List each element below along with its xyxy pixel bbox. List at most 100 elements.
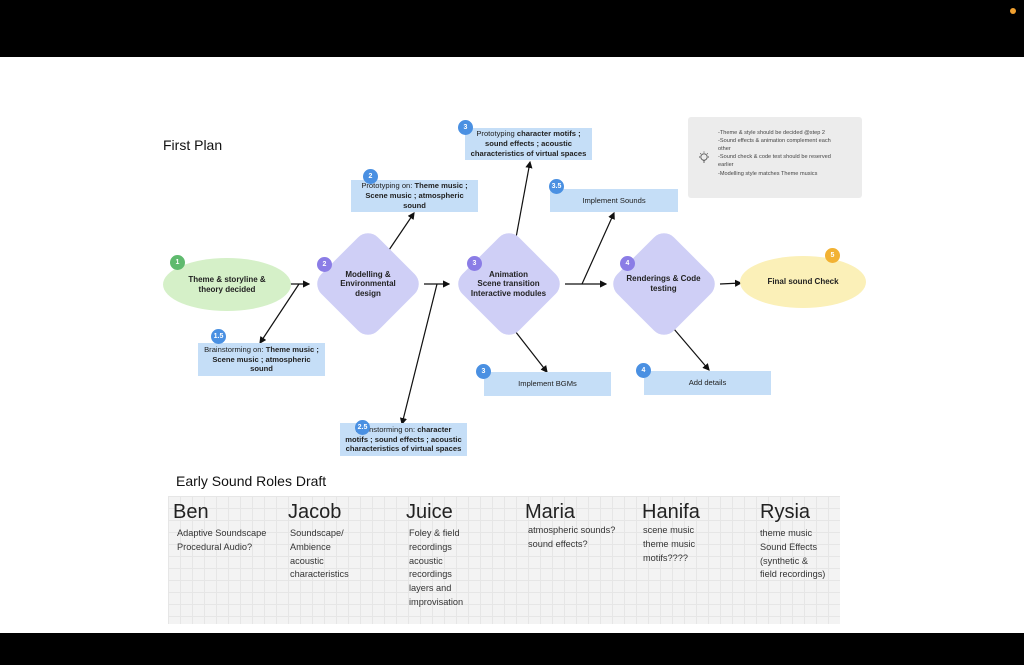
role-line: acoustic (290, 555, 324, 566)
role-line: Foley & field (409, 528, 460, 538)
role-name: Maria (525, 501, 576, 523)
node-label-line: Environmental (340, 279, 396, 289)
box-text-bold: Scene music ; atmospheric (212, 354, 311, 364)
role-column[interactable]: Maria atmospheric sounds? sound effects? (525, 496, 615, 552)
bottom-black-bar (0, 633, 1024, 665)
top-black-bar (0, 0, 1024, 57)
roles-title: Early Sound Roles Draft (176, 473, 327, 489)
step-badge: 2 (317, 257, 332, 272)
box-text: Implement BGMs (518, 379, 577, 389)
role-line: field recordings) (760, 569, 826, 580)
node-label-line: testing (650, 284, 677, 293)
role-line: Sound Effects (760, 541, 818, 552)
role-line: acoustic (409, 555, 443, 566)
role-column[interactable]: Juice Foley & field recordings acoustic … (406, 496, 463, 610)
step-badge: 3 (476, 364, 491, 379)
role-line: theme music (643, 538, 696, 549)
role-line: Ambience (290, 541, 331, 552)
node-renderings[interactable]: Renderings & Code testing (605, 227, 722, 341)
role-line: sound effects? (528, 538, 588, 549)
step-badge: 5 (825, 248, 840, 263)
role-line: characteristics (290, 569, 349, 580)
box-brainstorming-theme[interactable]: Brainstorming on: Theme music ; Scene mu… (198, 343, 325, 376)
node-modelling[interactable]: Modelling & Environmental design (309, 227, 427, 341)
node-final-sound-check[interactable]: Final sound Check (740, 256, 866, 308)
box-text-bold: sound (250, 364, 273, 374)
step-badge: 1.5 (211, 329, 226, 344)
node-animation[interactable]: Animation Scene transition Interactive m… (450, 227, 567, 341)
step-badge: 3 (458, 120, 473, 135)
box-text-bold: Theme music ; (265, 344, 319, 354)
node-label-line: Animation (488, 269, 529, 279)
box-text-bold: motifs ; sound effects ; acoustic (345, 434, 462, 444)
role-line: improvisation (409, 596, 464, 607)
role-line: Soundscape/ (290, 528, 344, 538)
box-text: Implement Sounds (582, 195, 646, 205)
role-line: (synthetic & (760, 555, 808, 566)
page-title: First Plan (163, 137, 223, 153)
node-label-line: theory decided (198, 284, 256, 294)
role-name: Ben (173, 501, 209, 523)
box-text-bold: sound effects ; acoustic (485, 139, 572, 149)
node-label-line: Modelling & (345, 269, 391, 279)
role-line: motifs???? (643, 552, 688, 563)
note-line: -Modelling style matches Theme musics (718, 170, 818, 177)
role-line: layers and (409, 583, 452, 594)
step-badge: 2.5 (355, 420, 370, 435)
role-line: scene music (643, 525, 695, 535)
role-column[interactable]: Rysia theme music Sound Effects (synthet… (760, 496, 825, 582)
role-column[interactable]: Hanifa scene music theme music motifs???… (642, 496, 700, 565)
node-label: Final sound Check (767, 277, 839, 286)
sticky-note[interactable]: -Theme & style should be decided @step 2… (688, 117, 862, 198)
step-badge: 3.5 (549, 179, 564, 194)
node-label-line: Renderings & Code (626, 274, 701, 284)
node-label-line: design (355, 288, 381, 298)
box-text-bold: character motifs ; (516, 129, 581, 139)
box-text-bold: sound (403, 200, 426, 210)
role-column[interactable]: Jacob Soundscape/ Ambience acoustic char… (288, 496, 349, 582)
box-text-bold: Theme music ; (414, 181, 468, 191)
box-text: Add details (688, 378, 727, 388)
box-add-details[interactable]: Add details (644, 371, 771, 395)
node-label-line: Theme & storyline & (188, 274, 266, 284)
connector-3-top (514, 160, 533, 244)
step-badge: 3 (467, 256, 482, 271)
box-text-bold: characteristics of virtual spaces (470, 148, 587, 158)
role-name: Juice (406, 501, 453, 523)
box-text-bold: character (417, 424, 452, 434)
role-name: Rysia (760, 501, 811, 523)
connector-1-15 (259, 283, 300, 345)
connector-2-25 (399, 283, 438, 426)
box-implement-sounds[interactable]: Implement Sounds (550, 189, 678, 212)
role-line: Adaptive Soundscape (177, 528, 267, 538)
step-badge: 4 (620, 256, 635, 271)
step-badge: 1 (170, 255, 185, 270)
note-line: -Theme & style should be decided @step 2 (718, 130, 826, 136)
lightbulb-icon (698, 151, 710, 168)
role-column[interactable]: Ben Adaptive Soundscape Procedural Audio… (173, 496, 266, 555)
role-line: theme music (760, 528, 813, 538)
box-prototyping-motifs[interactable]: Prototyping character motifs ; sound eff… (465, 128, 592, 160)
box-text-bold: Scene music ; atmospheric (365, 191, 464, 201)
box-text: Brainstorming on: (204, 344, 266, 354)
role-line: Procedural Audio? (177, 541, 253, 552)
box-text: Brainstorming on: (355, 424, 418, 434)
connector-3-35 (581, 211, 615, 285)
connector-4-details (667, 321, 710, 371)
role-name: Hanifa (642, 501, 700, 523)
step-badge: 4 (636, 363, 651, 378)
box-implement-bgms[interactable]: Implement BGMs (484, 372, 611, 396)
box-prototyping-theme[interactable]: Prototyping on: Theme music ; Scene musi… (351, 180, 478, 212)
note-line: earlier (718, 162, 734, 169)
box-text: Prototyping (476, 129, 517, 139)
role-name: Jacob (288, 501, 342, 523)
note-line: other (718, 146, 731, 153)
node-theme-storyline[interactable]: Theme & storyline & theory decided (163, 258, 291, 311)
step-badge: 2 (363, 169, 378, 184)
role-line: recordings (409, 569, 452, 580)
node-label-line: Interactive modules (470, 288, 547, 298)
node-label-line: Scene transition (477, 279, 540, 289)
connector-4-5 (719, 279, 743, 287)
note-line: -Sound effects & animation complement ea… (718, 138, 831, 145)
